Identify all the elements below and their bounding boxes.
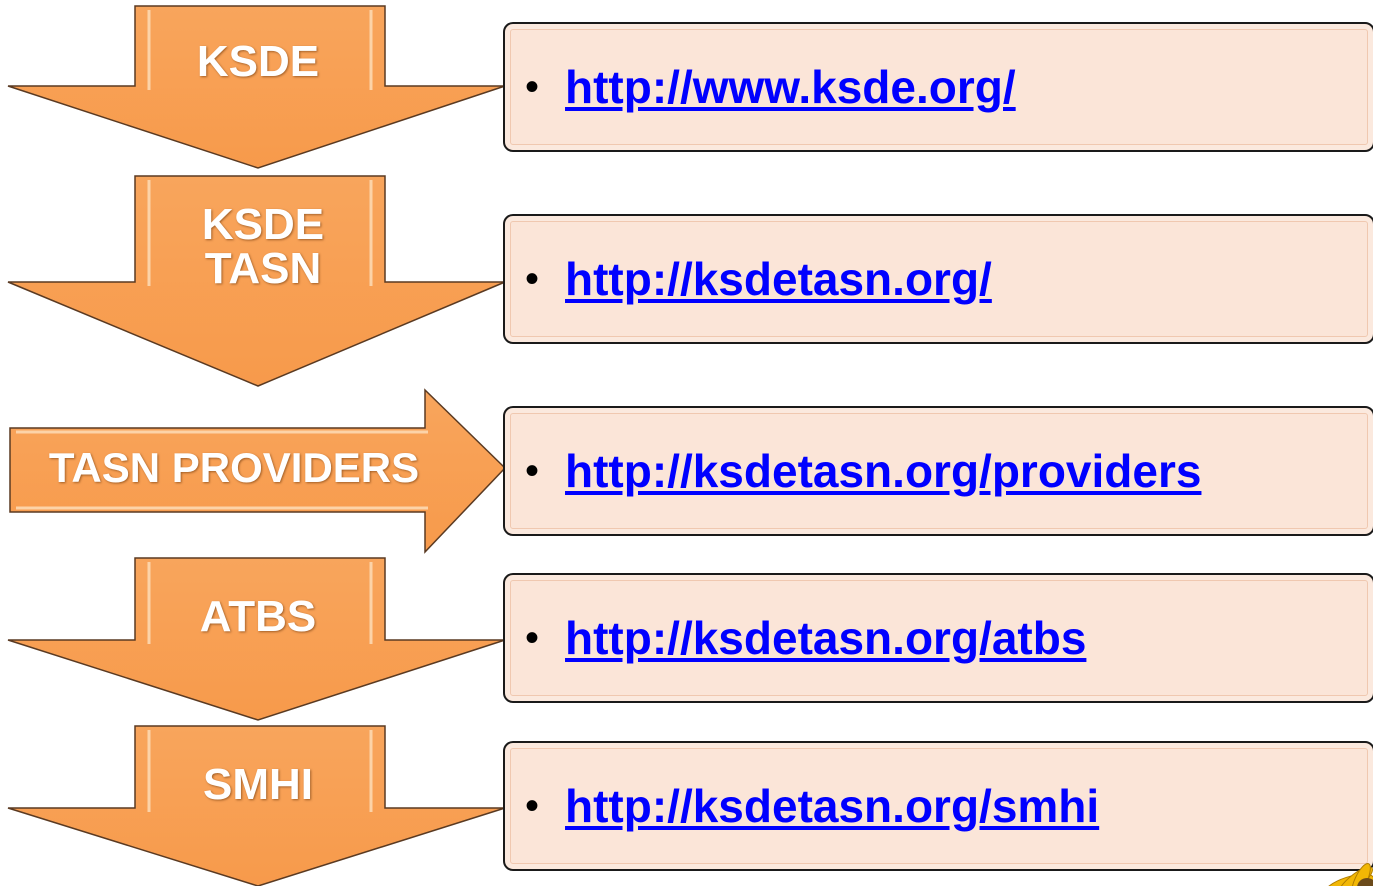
- arrow-down-ksde: [7, 5, 506, 169]
- link-ksde[interactable]: http://www.ksde.org/: [565, 61, 1016, 113]
- arrow-down-smhi: [7, 725, 506, 886]
- bullet: •: [525, 449, 540, 493]
- arrow-label-ksde: KSDE: [196, 37, 320, 86]
- bullet: •: [525, 616, 540, 660]
- bullet: •: [525, 784, 540, 828]
- arrow-label-tasn-providers: TASN PROVIDERS: [48, 444, 420, 491]
- bullet: •: [525, 257, 540, 301]
- link-box-tasn-providers: • http://ksdetasn.org/providers: [503, 406, 1373, 536]
- link-box-ksde-tasn: • http://ksdetasn.org/: [503, 214, 1373, 344]
- arrow-label-ksde-tasn: KSDE TASN: [201, 200, 325, 293]
- link-smhi[interactable]: http://ksdetasn.org/smhi: [565, 780, 1100, 832]
- sunflower-icon: [1323, 862, 1373, 886]
- arrow-label-smhi: SMHI: [203, 760, 313, 809]
- arrow-label-atbs: ATBS: [199, 592, 317, 641]
- link-atbs[interactable]: http://ksdetasn.org/atbs: [565, 612, 1087, 664]
- link-box-atbs: • http://ksdetasn.org/atbs: [503, 573, 1373, 703]
- arrow-down-atbs: [7, 557, 506, 721]
- link-tasn-providers[interactable]: http://ksdetasn.org/providers: [565, 445, 1202, 497]
- link-box-ksde: • http://www.ksde.org/: [503, 22, 1373, 152]
- link-ksde-tasn[interactable]: http://ksdetasn.org/: [565, 253, 992, 305]
- link-box-smhi: • http://ksdetasn.org/smhi: [503, 741, 1373, 871]
- bullet: •: [525, 65, 540, 109]
- arrow-down-ksde-tasn: [7, 175, 506, 387]
